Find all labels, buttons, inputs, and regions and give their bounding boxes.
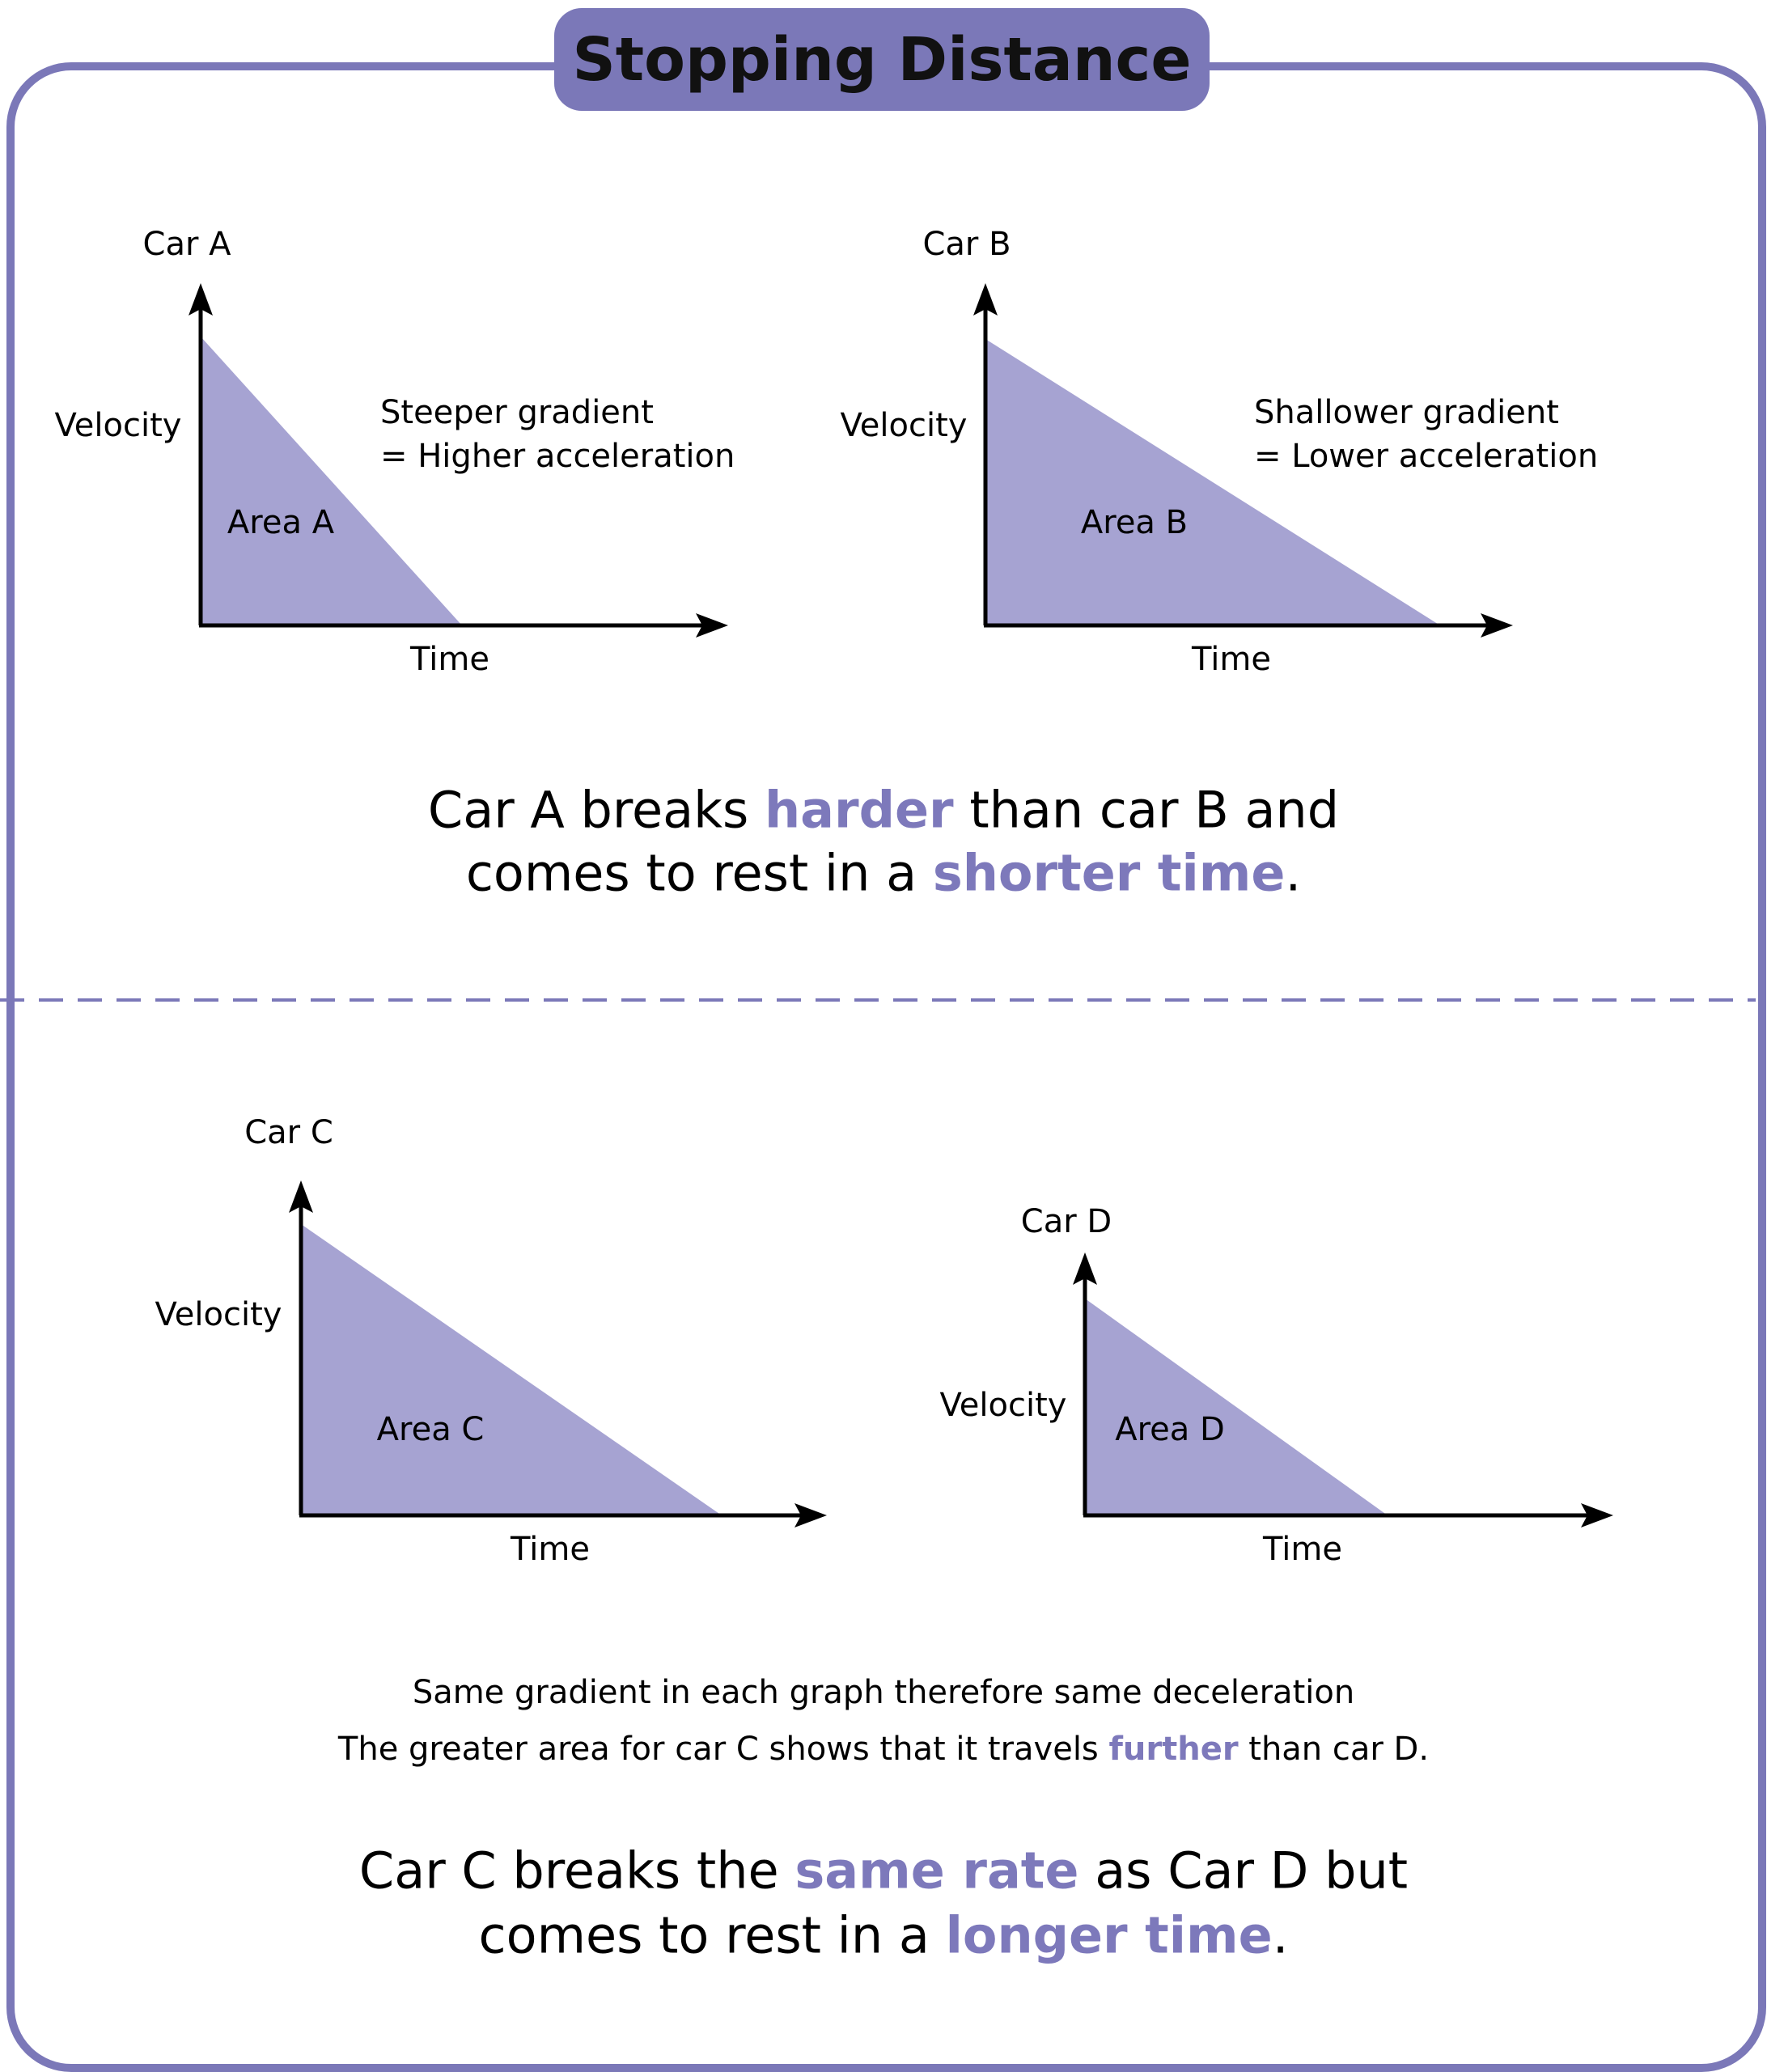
text: comes to rest in a (465, 843, 933, 903)
x-axis-arrow-icon (1581, 1503, 1613, 1528)
graph-d-area-label: Area D (1115, 1411, 1225, 1448)
area-c-fill (301, 1224, 722, 1515)
highlight-further: further (1108, 1731, 1239, 1768)
graph-b-x-label: Time (1192, 641, 1271, 678)
graph-car-d (1073, 1252, 1613, 1528)
graph-b-note-2: = Lower acceleration (1254, 438, 1599, 475)
highlight-longer-time: longer time (945, 1905, 1273, 1965)
graph-d-title: Car D (1020, 1203, 1112, 1240)
conclusion-1-line-2: comes to rest in a shorter time. (0, 844, 1767, 903)
text: Car A breaks (427, 780, 765, 840)
graph-a-y-label: Velocity (54, 407, 182, 444)
y-axis-arrow-icon (189, 283, 213, 316)
highlight-same-rate: same rate (795, 1841, 1079, 1900)
graph-b-note-1: Shallower gradient (1254, 394, 1559, 431)
y-axis-arrow-icon (973, 283, 998, 316)
graph-a-note-2: = Higher acceleration (380, 438, 735, 475)
graph-d-x-label: Time (1263, 1531, 1342, 1568)
graph-b-area-label: Area B (1080, 504, 1189, 541)
text: comes to rest in a (478, 1905, 946, 1965)
conclusion-1-line-1: Car A breaks harder than car B and (0, 781, 1767, 840)
graph-c-y-label: Velocity (155, 1296, 282, 1333)
x-axis-arrow-icon (795, 1503, 827, 1528)
page-title: Stopping Distance (572, 24, 1192, 95)
graph-b-title: Car B (922, 226, 1011, 263)
conclusion-2-line-1: Car C breaks the same rate as Car D but (0, 1841, 1767, 1900)
y-axis-arrow-icon (1073, 1252, 1097, 1285)
graph-car-b (973, 283, 1513, 638)
area-a-fill (201, 337, 462, 625)
graph-c-title: Car C (244, 1114, 333, 1151)
text: than car B and (953, 780, 1340, 840)
x-axis-arrow-icon (696, 613, 728, 638)
text: Car C breaks the (358, 1841, 795, 1900)
graph-a-area-label: Area A (227, 504, 335, 541)
highlight-harder: harder (765, 780, 954, 840)
graph-car-c (289, 1180, 827, 1528)
graph-c-area-label: Area C (376, 1411, 485, 1448)
area-b-fill (985, 339, 1440, 625)
graph-b-y-label: Velocity (840, 407, 968, 444)
title-banner: Stopping Distance (554, 8, 1210, 111)
graph-car-a (189, 283, 728, 638)
highlight-shorter-time: shorter time (932, 843, 1286, 903)
graph-a-note-1: Steeper gradient (380, 394, 654, 431)
text: as Car D but (1078, 1841, 1409, 1900)
graph-c-x-label: Time (511, 1531, 590, 1568)
graph-a-x-label: Time (410, 641, 489, 678)
area-d-fill (1085, 1299, 1388, 1515)
text: The greater area for car C shows that it… (337, 1731, 1109, 1768)
graph-a-title: Car A (142, 226, 231, 263)
explanation-line-2: The greater area for car C shows that it… (0, 1731, 1767, 1768)
y-axis-arrow-icon (289, 1180, 313, 1213)
explanation-line-1: Same gradient in each graph therefore sa… (412, 1674, 1355, 1711)
text: . (1272, 1905, 1289, 1965)
conclusion-2-line-2: comes to rest in a longer time. (0, 1906, 1767, 1965)
x-axis-arrow-icon (1481, 613, 1513, 638)
graph-d-y-label: Velocity (939, 1387, 1067, 1424)
text: . (1285, 843, 1302, 903)
text: than car D. (1238, 1731, 1430, 1768)
